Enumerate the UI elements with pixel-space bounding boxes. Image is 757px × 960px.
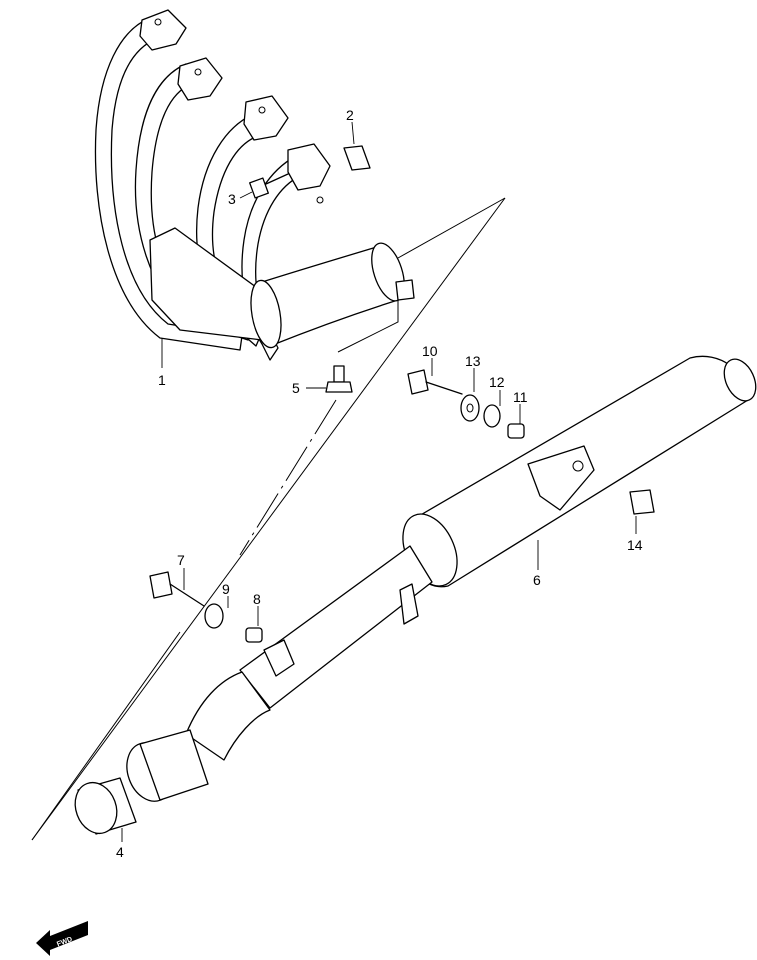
bolt-10 — [407, 358, 463, 395]
callout-7: 7 — [177, 552, 185, 568]
cushion-12 — [483, 390, 501, 428]
callout-labels: 1 2 3 4 5 6 7 8 9 10 11 12 13 14 — [116, 107, 643, 860]
callout-5: 5 — [292, 380, 300, 396]
cushion-9 — [204, 596, 229, 629]
assembly-guide-lines — [31, 197, 506, 841]
callout-6: 6 — [533, 572, 541, 588]
exhaust-header-pipes — [94, 9, 415, 368]
clamp-bolt — [306, 365, 353, 393]
callout-8: 8 — [253, 591, 261, 607]
callout-12: 12 — [489, 374, 505, 390]
callout-10: 10 — [422, 343, 438, 359]
callout-14: 14 — [627, 537, 643, 553]
callout-3: 3 — [228, 191, 236, 207]
nut-14 — [629, 489, 655, 534]
callout-13: 13 — [465, 353, 481, 369]
mounting-bolt-7 — [149, 568, 205, 607]
nut-11 — [507, 404, 525, 439]
callout-4: 4 — [116, 844, 124, 860]
fwd-arrow-icon: FWD — [36, 921, 88, 956]
gasket — [343, 121, 371, 171]
nut-8 — [245, 606, 263, 643]
callout-11: 11 — [513, 389, 528, 405]
stud-bolt — [239, 173, 289, 199]
callout-2: 2 — [346, 107, 354, 123]
outlet-gasket — [74, 777, 137, 842]
callout-1: 1 — [158, 372, 166, 388]
washer-13 — [460, 368, 480, 422]
muffler — [126, 355, 757, 802]
callout-9: 9 — [222, 581, 230, 597]
